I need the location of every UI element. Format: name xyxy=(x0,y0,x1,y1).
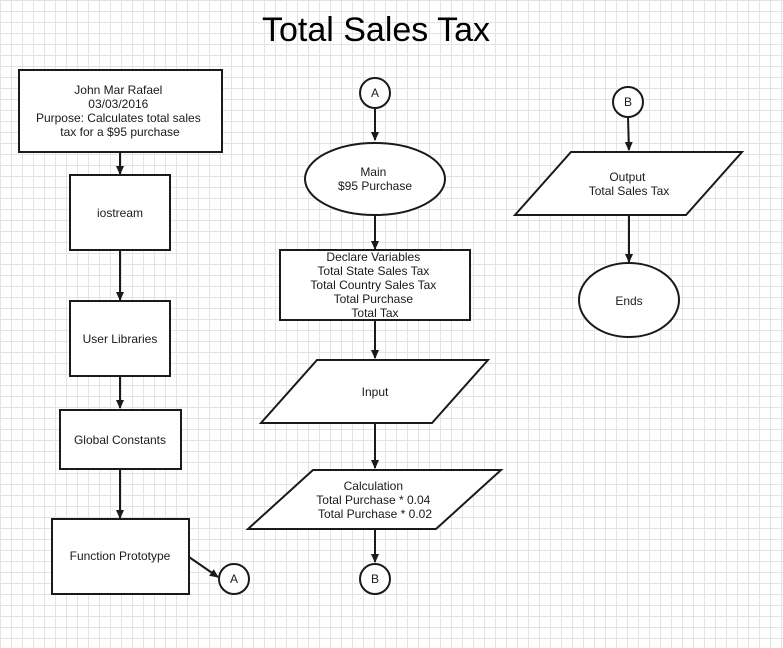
output-parallelogram: Output Total Sales Tax xyxy=(512,151,745,216)
header-line-4: tax for a $95 purchase xyxy=(60,125,180,139)
header-line-3: Purpose: Calculates total sales xyxy=(36,111,201,125)
calculation-text: Calculation Total Purchase * 0.04 Total … xyxy=(316,479,433,521)
user-libraries-label: User Libraries xyxy=(83,332,158,346)
declare-variables-line-1: Declare Variables xyxy=(326,250,420,264)
connector-b-bottom: B xyxy=(359,563,391,595)
connector-b-top-label: B xyxy=(624,95,632,109)
header-line-1: John Mar Rafael xyxy=(74,83,162,97)
declare-variables-line-4: Total Purchase xyxy=(334,292,414,306)
output-text: Output Total Sales Tax xyxy=(589,170,670,198)
function-prototype-box: Function Prototype xyxy=(51,518,190,595)
declare-variables-line-3: Total Country Sales Tax xyxy=(310,278,436,292)
declare-variables-line-2: Total State Sales Tax xyxy=(317,264,429,278)
header-text: John Mar Rafael 03/03/2016 Purpose: Calc… xyxy=(36,83,204,139)
calculation-line-3: Total Purchase * 0.02 xyxy=(318,507,432,521)
diagram-title: Total Sales Tax xyxy=(262,11,490,49)
connector-b-to-output xyxy=(624,116,633,151)
calculation-line-1: Calculation xyxy=(344,479,403,493)
connector-a-top: A xyxy=(359,77,391,109)
main-line-2: $95 Purchase xyxy=(338,179,412,193)
iostream-label: iostream xyxy=(97,206,143,220)
output-line-2: Total Sales Tax xyxy=(589,184,670,198)
ends-ellipse: Ends xyxy=(578,262,680,338)
function-prototype-label: Function Prototype xyxy=(70,549,171,563)
main-text: Main $95 Purchase xyxy=(338,165,412,193)
output-line-1: Output xyxy=(609,170,646,184)
connector-function-prototype-to-a xyxy=(188,556,219,578)
connector-a-left-label: A xyxy=(230,572,238,586)
connector-b-top: B xyxy=(612,86,644,118)
calculation-parallelogram: Calculation Total Purchase * 0.04 Total … xyxy=(245,469,504,530)
connector-a-top-label: A xyxy=(371,86,379,100)
input-label: Input xyxy=(362,385,389,399)
calculation-line-2: Total Purchase * 0.04 xyxy=(316,493,430,507)
connector-b-bottom-label: B xyxy=(371,572,379,586)
iostream-box: iostream xyxy=(69,174,171,251)
global-constants-label: Global Constants xyxy=(74,433,166,447)
header-box: John Mar Rafael 03/03/2016 Purpose: Calc… xyxy=(18,69,223,153)
global-constants-box: Global Constants xyxy=(59,409,182,470)
declare-variables-line-5: Total Tax xyxy=(351,306,398,320)
input-parallelogram: Input xyxy=(258,359,491,424)
declare-variables-text: Declare Variables Total State Sales Tax … xyxy=(310,250,439,320)
header-line-2: 03/03/2016 xyxy=(88,97,148,111)
main-line-1: Main xyxy=(360,165,386,179)
user-libraries-box: User Libraries xyxy=(69,300,171,377)
main-ellipse: Main $95 Purchase xyxy=(304,142,446,216)
connector-a-left: A xyxy=(218,563,250,595)
ends-label: Ends xyxy=(615,294,642,308)
declare-variables-box: Declare Variables Total State Sales Tax … xyxy=(279,249,471,321)
